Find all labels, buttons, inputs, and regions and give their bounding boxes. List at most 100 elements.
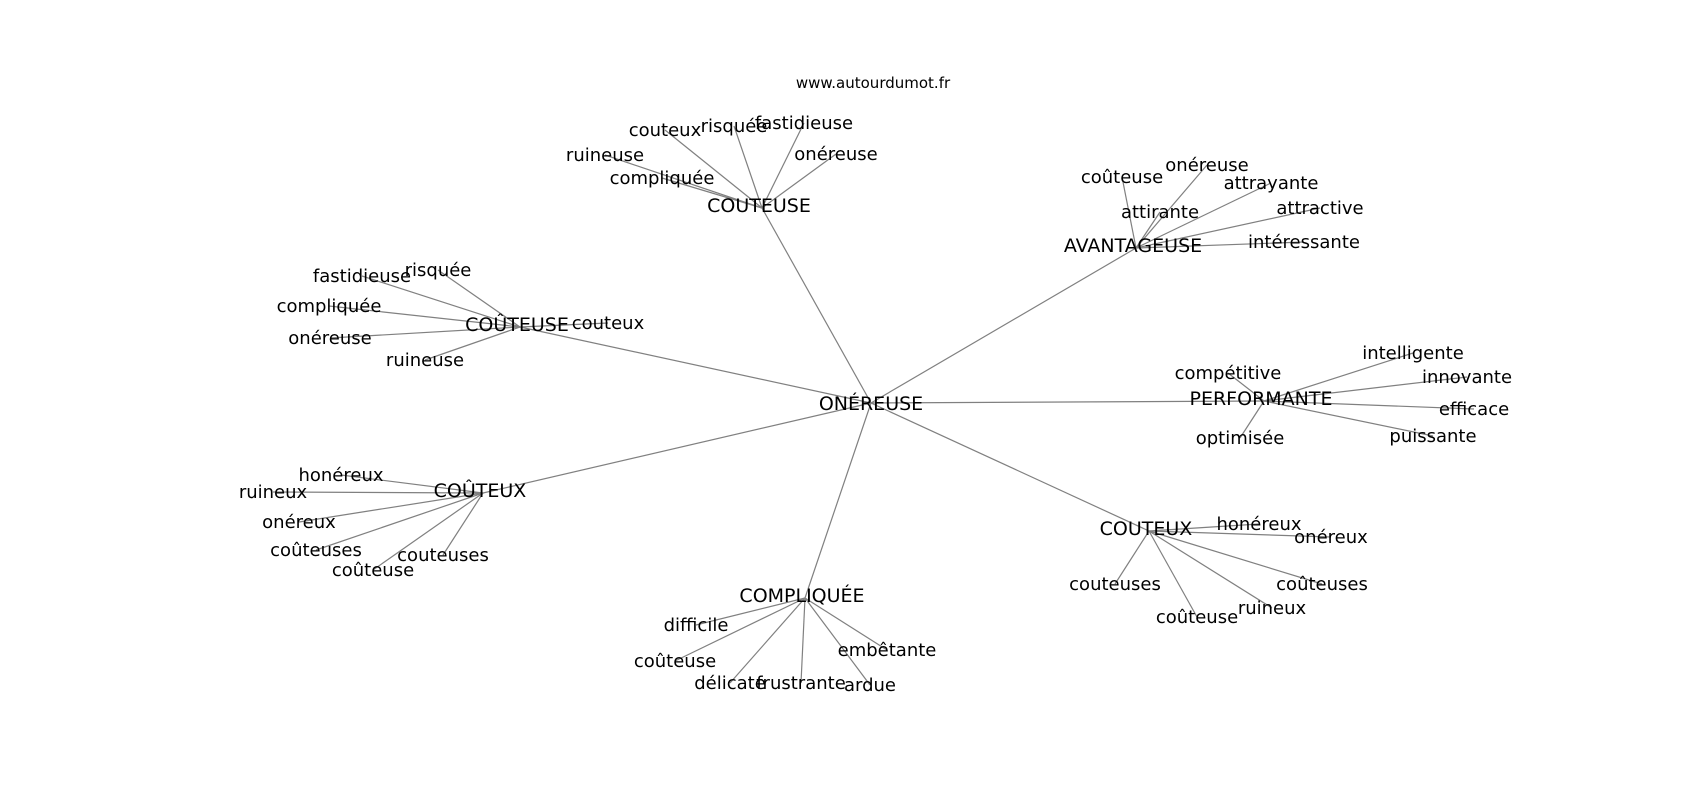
leaf-word: compliquée — [610, 168, 715, 189]
hub-word: PERFORMANTE — [1190, 388, 1333, 410]
edge-hub-to-leaf — [661, 177, 763, 209]
edge-hub-to-leaf — [361, 275, 521, 328]
edge-hub-to-leaf — [1239, 400, 1265, 439]
leaf-word: risquée — [405, 260, 472, 281]
hub-word: COÛTEUSE — [465, 312, 569, 336]
graph-labels: www.autourdumot.fr ONÉREUSE COUTEUSE cout… — [239, 74, 1512, 696]
edge-center-to-hub — [870, 400, 1265, 404]
leaf-word: embêtante — [838, 640, 937, 661]
hub-word: COUTEUX — [1100, 518, 1193, 540]
edge-hub-to-leaf — [804, 597, 871, 686]
leaf-word: délicate — [694, 673, 766, 694]
leaf-word: intéressante — [1248, 232, 1360, 253]
leaf-word: coûteuse — [332, 560, 414, 581]
edge-hub-to-leaf — [804, 597, 888, 651]
leaf-word: risquée — [701, 116, 768, 137]
edge-center-to-hub — [804, 402, 872, 599]
edge-hub-to-leaf — [329, 326, 521, 339]
leaf-word: optimisée — [1196, 428, 1285, 449]
edge-hub-to-leaf — [328, 305, 521, 328]
edge-hub-to-leaf — [442, 492, 484, 556]
leaf-word: attirante — [1121, 202, 1199, 223]
leaf-word: onéreuse — [288, 328, 371, 349]
leaf-word: attrayante — [1224, 173, 1319, 194]
leaf-word: attractive — [1276, 198, 1363, 219]
edge-hub-to-leaf — [604, 154, 763, 209]
edge-hub-to-leaf — [733, 125, 763, 209]
leaf-word: ruineuse — [386, 350, 464, 371]
hub-word: COÛTEUX — [434, 478, 527, 502]
leaf-word: honéreux — [1216, 514, 1301, 535]
edge-hub-to-leaf — [1148, 530, 1273, 609]
leaf-word: compétitive — [1175, 363, 1282, 384]
edge-hub-to-leaf — [674, 597, 806, 662]
leaf-word: ardue — [844, 675, 896, 696]
leaf-word: fastidieuse — [755, 113, 853, 134]
edge-hub-to-leaf — [298, 492, 484, 523]
hub-word: COUTEUSE — [707, 195, 811, 217]
leaf-word: compliquée — [277, 296, 382, 317]
edge-hub-to-leaf — [761, 122, 805, 209]
edge-hub-to-leaf — [372, 492, 484, 571]
edge-hub-to-leaf — [272, 491, 484, 494]
edge-hub-to-leaf — [1263, 352, 1414, 402]
leaf-word: frustrante — [756, 673, 846, 694]
edge-hub-to-leaf — [1227, 372, 1265, 402]
edge-hub-to-leaf — [1148, 530, 1332, 538]
graph-edges — [272, 122, 1475, 686]
leaf-word: intelligente — [1362, 343, 1464, 364]
edge-hub-to-leaf — [1114, 530, 1150, 585]
leaf-word: efficace — [1439, 399, 1509, 420]
leaf-word: couteuses — [1069, 574, 1161, 595]
edge-hub-to-leaf — [315, 492, 484, 551]
edge-hub-to-leaf — [761, 153, 837, 209]
edge-hub-to-leaf — [1135, 182, 1272, 249]
edge-hub-to-leaf — [1135, 211, 1161, 249]
edge-hub-to-leaf — [519, 322, 609, 328]
edge-hub-to-leaf — [1263, 400, 1434, 437]
center-word: ONÉREUSE — [819, 392, 923, 415]
leaf-word: coûteuses — [1276, 574, 1368, 595]
leaf-word: couteux — [572, 313, 645, 334]
edge-hub-to-leaf — [695, 597, 806, 626]
edge-center-to-hub — [761, 207, 872, 404]
edge-hub-to-leaf — [424, 326, 521, 361]
edge-hub-to-leaf — [340, 474, 484, 494]
edge-hub-to-leaf — [800, 597, 806, 684]
leaf-word: onéreuse — [794, 144, 877, 165]
edge-hub-to-leaf — [1121, 176, 1137, 249]
edge-hub-to-leaf — [664, 129, 763, 209]
edge-hub-to-leaf — [1263, 400, 1475, 410]
edge-hub-to-leaf — [1135, 164, 1208, 249]
hub-word: AVANTAGEUSE — [1064, 235, 1202, 257]
edge-hub-to-leaf — [1148, 530, 1323, 585]
leaf-word: innovante — [1422, 367, 1512, 388]
leaf-word: onéreux — [262, 512, 336, 533]
leaf-word: coûteuse — [1081, 167, 1163, 188]
edge-hub-to-leaf — [437, 269, 521, 328]
site-watermark: www.autourdumot.fr — [796, 74, 951, 92]
edge-hub-to-leaf — [1148, 523, 1260, 532]
hub-word: COMPLIQUÉE — [739, 584, 864, 607]
edge-hub-to-leaf — [1135, 207, 1321, 249]
leaf-word: difficile — [664, 615, 729, 636]
leaf-word: fastidieuse — [313, 266, 411, 287]
leaf-word: coûteuse — [634, 651, 716, 672]
edge-center-to-hub — [482, 402, 872, 494]
leaf-word: couteuses — [397, 545, 489, 566]
edge-center-to-hub — [519, 326, 872, 404]
leaf-word: ruineux — [239, 482, 308, 503]
leaf-word: honéreux — [298, 465, 383, 486]
leaf-word: coûteuse — [1156, 607, 1238, 628]
edge-center-to-hub — [870, 247, 1137, 404]
leaf-word: onéreuse — [1165, 155, 1248, 176]
edge-hub-to-leaf — [1263, 376, 1468, 402]
leaf-word: coûteuses — [270, 540, 362, 561]
edge-hub-to-leaf — [1135, 241, 1305, 249]
leaf-word: puissante — [1389, 426, 1476, 447]
leaf-word: onéreux — [1294, 527, 1368, 548]
leaf-word: ruineux — [1238, 598, 1307, 619]
leaf-word: ruineuse — [566, 145, 644, 166]
leaf-word: couteux — [629, 120, 702, 141]
